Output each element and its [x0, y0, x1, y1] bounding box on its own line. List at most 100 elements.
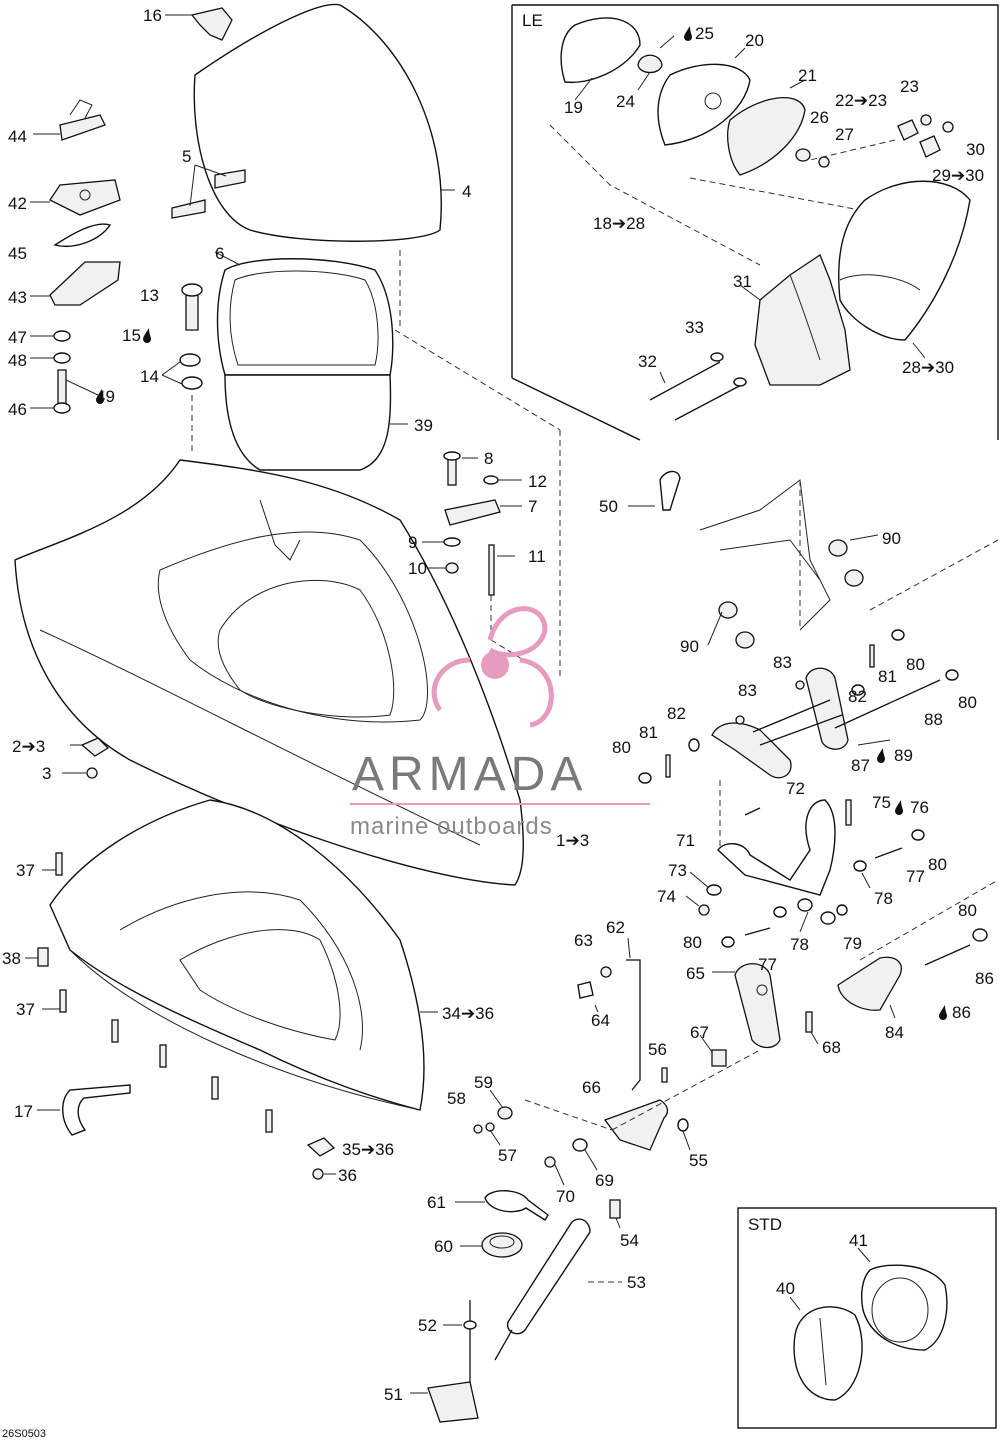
cylinder-part-53 — [506, 1218, 591, 1335]
callout-86b: 86 — [952, 1003, 971, 1022]
callout-65: 65 — [686, 964, 705, 983]
tie-part-50 — [659, 470, 681, 511]
bushing-part-90a — [828, 539, 848, 557]
callout-32: 32 — [638, 352, 657, 371]
washer-part-14b — [181, 376, 203, 390]
callout-7: 7 — [528, 497, 537, 516]
clip-part-22 — [897, 119, 919, 141]
std-box-label: STD — [748, 1215, 782, 1234]
callout-47: 47 — [8, 328, 27, 347]
callout-48: 48 — [8, 351, 27, 370]
callout-40: 40 — [776, 1279, 795, 1298]
washer-part-69 — [572, 1138, 588, 1152]
windshield — [193, 3, 442, 242]
callout-43: 43 — [8, 288, 27, 307]
bracket-part-42 — [49, 179, 121, 216]
callout-73: 73 — [668, 861, 687, 880]
drop-icon — [877, 748, 885, 763]
callout-80f: 80 — [958, 901, 977, 920]
callout-41: 41 — [849, 1231, 868, 1250]
callout-10: 10 — [408, 559, 427, 578]
bracket-part-71 — [717, 799, 836, 896]
callout-42: 42 — [8, 194, 27, 213]
callout-62: 62 — [606, 918, 625, 937]
callout-53: 53 — [627, 1273, 646, 1292]
callout-5: 5 — [182, 147, 191, 166]
callout-80b: 80 — [958, 693, 977, 712]
mirror-housing-part-20 — [657, 63, 751, 146]
callout-33: 33 — [685, 318, 704, 337]
pad-part-45 — [53, 223, 112, 247]
callout-9: 9 — [408, 533, 417, 552]
pin-part-11 — [488, 544, 495, 596]
arm-part-72 — [711, 722, 792, 779]
callout-75: 75 — [872, 793, 891, 812]
bolt-part-75 — [845, 799, 852, 826]
steering-frame — [699, 479, 831, 631]
drop-icon — [684, 26, 692, 41]
callout-37a: 37 — [16, 861, 35, 880]
washer-part-82 — [688, 738, 700, 752]
callout-77b: 77 — [758, 955, 777, 974]
callout-60: 60 — [434, 1237, 453, 1256]
base-part-43 — [49, 261, 121, 306]
callout-54: 54 — [620, 1231, 639, 1250]
hinge-part-7 — [444, 499, 501, 526]
mirror-shell-part-28 — [838, 180, 971, 341]
callout-68: 68 — [822, 1038, 841, 1057]
washer-part-26 — [795, 148, 811, 162]
callout-30: 30 — [966, 140, 985, 159]
fitting-part-54 — [609, 1199, 621, 1219]
callout-19: 19 — [564, 98, 583, 117]
callout-16: 16 — [143, 6, 162, 25]
callout-3: 3 — [42, 764, 51, 783]
callout-80d: 80 — [928, 855, 947, 874]
nut-part-23 — [920, 114, 932, 126]
pin-part-88 — [834, 679, 941, 729]
callout-64: 64 — [591, 1011, 610, 1030]
callout-22-23: 22➔23 — [835, 91, 887, 110]
callout-14: 14 — [140, 367, 159, 386]
callout-27: 27 — [835, 125, 854, 144]
callout-39: 39 — [414, 416, 433, 435]
drop-icon — [143, 328, 151, 343]
watermark: ARMADA marine outboards — [350, 606, 650, 840]
washer-part-33 — [710, 352, 724, 362]
lever-part-87 — [805, 667, 849, 750]
clamp-part-61 — [484, 1190, 549, 1221]
washer-part-55 — [677, 1118, 689, 1132]
callout-1-3: 1➔3 — [556, 831, 589, 850]
drop-icon — [939, 1005, 947, 1020]
screw-part-81 — [869, 644, 875, 668]
callout-58: 58 — [447, 1089, 466, 1108]
callout-61: 61 — [427, 1193, 446, 1212]
pin-part-86 — [924, 944, 971, 966]
watermark-tagline: marine outboards — [350, 813, 553, 840]
plate-part-66 — [603, 1099, 669, 1151]
callout-37b: 37 — [16, 1000, 35, 1019]
callout-4: 4 — [462, 182, 471, 201]
callout-8: 8 — [484, 449, 493, 468]
document-code: 26S0503 — [2, 1428, 46, 1440]
lubricant-drop-icons — [96, 26, 947, 1020]
link-part-84 — [837, 956, 902, 1011]
callout-59: 59 — [474, 1073, 493, 1092]
callout-38: 38 — [2, 949, 21, 968]
grommet-part-60 — [481, 1232, 523, 1258]
bolt-part-46 — [57, 369, 67, 407]
knob-part-24 — [637, 54, 663, 74]
callout-77a: 77 — [906, 867, 925, 886]
callout-80c: 80 — [612, 738, 631, 757]
nut-part-74 — [698, 904, 710, 916]
callout-56: 56 — [648, 1040, 667, 1059]
callout-63: 63 — [574, 931, 593, 950]
callout-83a: 83 — [773, 653, 792, 672]
callout-71: 71 — [676, 831, 695, 850]
nut-part-70 — [544, 1156, 556, 1168]
trim-part-5b — [171, 199, 206, 219]
clip-part-64 — [577, 981, 594, 999]
washer-part-48 — [53, 352, 71, 364]
callout-74: 74 — [657, 887, 676, 906]
callout-78a: 78 — [874, 889, 893, 908]
drop-icon — [96, 389, 104, 404]
